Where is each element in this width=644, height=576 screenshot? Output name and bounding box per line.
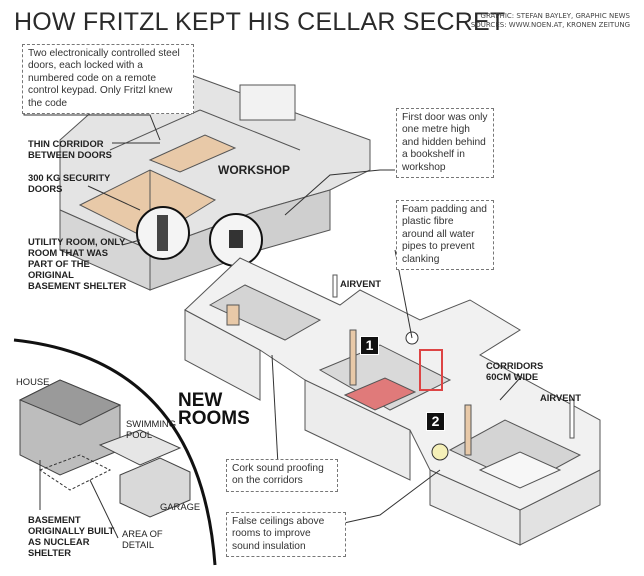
credit-line-graphic: GRAPHIC: STEFAN BAYLEY, GRAPHIC NEWS: [480, 12, 630, 20]
callout-steel-doors: Two electronically controlled steel door…: [22, 44, 194, 115]
label-security-doors: 300 KG SECURITY DOORS: [28, 172, 111, 194]
inset-detail-area: [38, 454, 112, 491]
callout-foam: Foam padding and plastic fibre around al…: [396, 200, 494, 271]
stair-block: [239, 84, 296, 121]
location-inset: [13, 338, 217, 566]
bed-mid: [343, 377, 417, 411]
label-garage: GARAGE: [160, 501, 201, 512]
bed-right: [478, 451, 562, 489]
cork-pad: [226, 304, 240, 326]
label-thin-corridor: THIN CORRIDOR BETWEEN DOORS: [28, 138, 112, 160]
pipe-highlight: [431, 443, 449, 461]
inset-house-top: [18, 379, 122, 426]
label-airvent-1: AIRVENT: [340, 278, 381, 289]
inset-arc: [13, 338, 217, 566]
label-basement: BASEMENT ORIGINALLY BUILT AS NUCLEAR SHE…: [28, 514, 115, 558]
leader-lines: [23, 78, 521, 539]
inset-garage: [119, 457, 191, 518]
page-title: HOW FRITZL KEPT HIS CELLAR SECRET: [14, 8, 506, 36]
label-new-rooms: NEW ROOMS: [178, 390, 250, 429]
airvent-pipe-2: [569, 399, 575, 439]
label-area-of-detail: AREA OF DETAIL: [122, 528, 163, 550]
hidden-door-icon: [229, 230, 243, 248]
label-swimming-pool: SWIMMING POOL: [126, 418, 176, 440]
corridor-floor: [148, 134, 237, 173]
callout-cork: Cork sound proofing on the corridors: [226, 459, 338, 492]
inset-pool: [98, 429, 182, 466]
door-marker-2: 2: [426, 412, 445, 431]
door-marker-1: 1: [360, 336, 379, 355]
airvent-pipe-1: [332, 274, 338, 298]
label-airvent-2: AIRVENT: [540, 392, 581, 403]
callout-ceilings: False ceilings above rooms to improve so…: [226, 512, 346, 558]
security-door-icon: [157, 215, 168, 251]
label-utility-room: UTILITY ROOM, ONLY ROOM THAT WAS PART OF…: [28, 236, 127, 291]
corridor-strip-1: [349, 329, 357, 386]
credit-line-sources: SOURCES: WWW.NOEN.AT, KRONEN ZEITUNG: [470, 21, 630, 29]
label-corridors: CORRIDORS 60cm WIDE: [486, 360, 544, 382]
label-workshop: WORKSHOP: [218, 163, 290, 177]
label-house: HOUSE: [16, 376, 50, 387]
corridor-strip-2: [464, 404, 472, 456]
utility-room-floor: [78, 169, 217, 241]
credit: GRAPHIC: STEFAN BAYLEY, GRAPHIC NEWS SOU…: [471, 12, 630, 30]
room-floor-left: [208, 284, 322, 341]
shelf-pink: [419, 349, 443, 391]
new-rooms-complex: [184, 257, 601, 546]
callout-first-door: First door was only one metre high and h…: [396, 108, 494, 179]
